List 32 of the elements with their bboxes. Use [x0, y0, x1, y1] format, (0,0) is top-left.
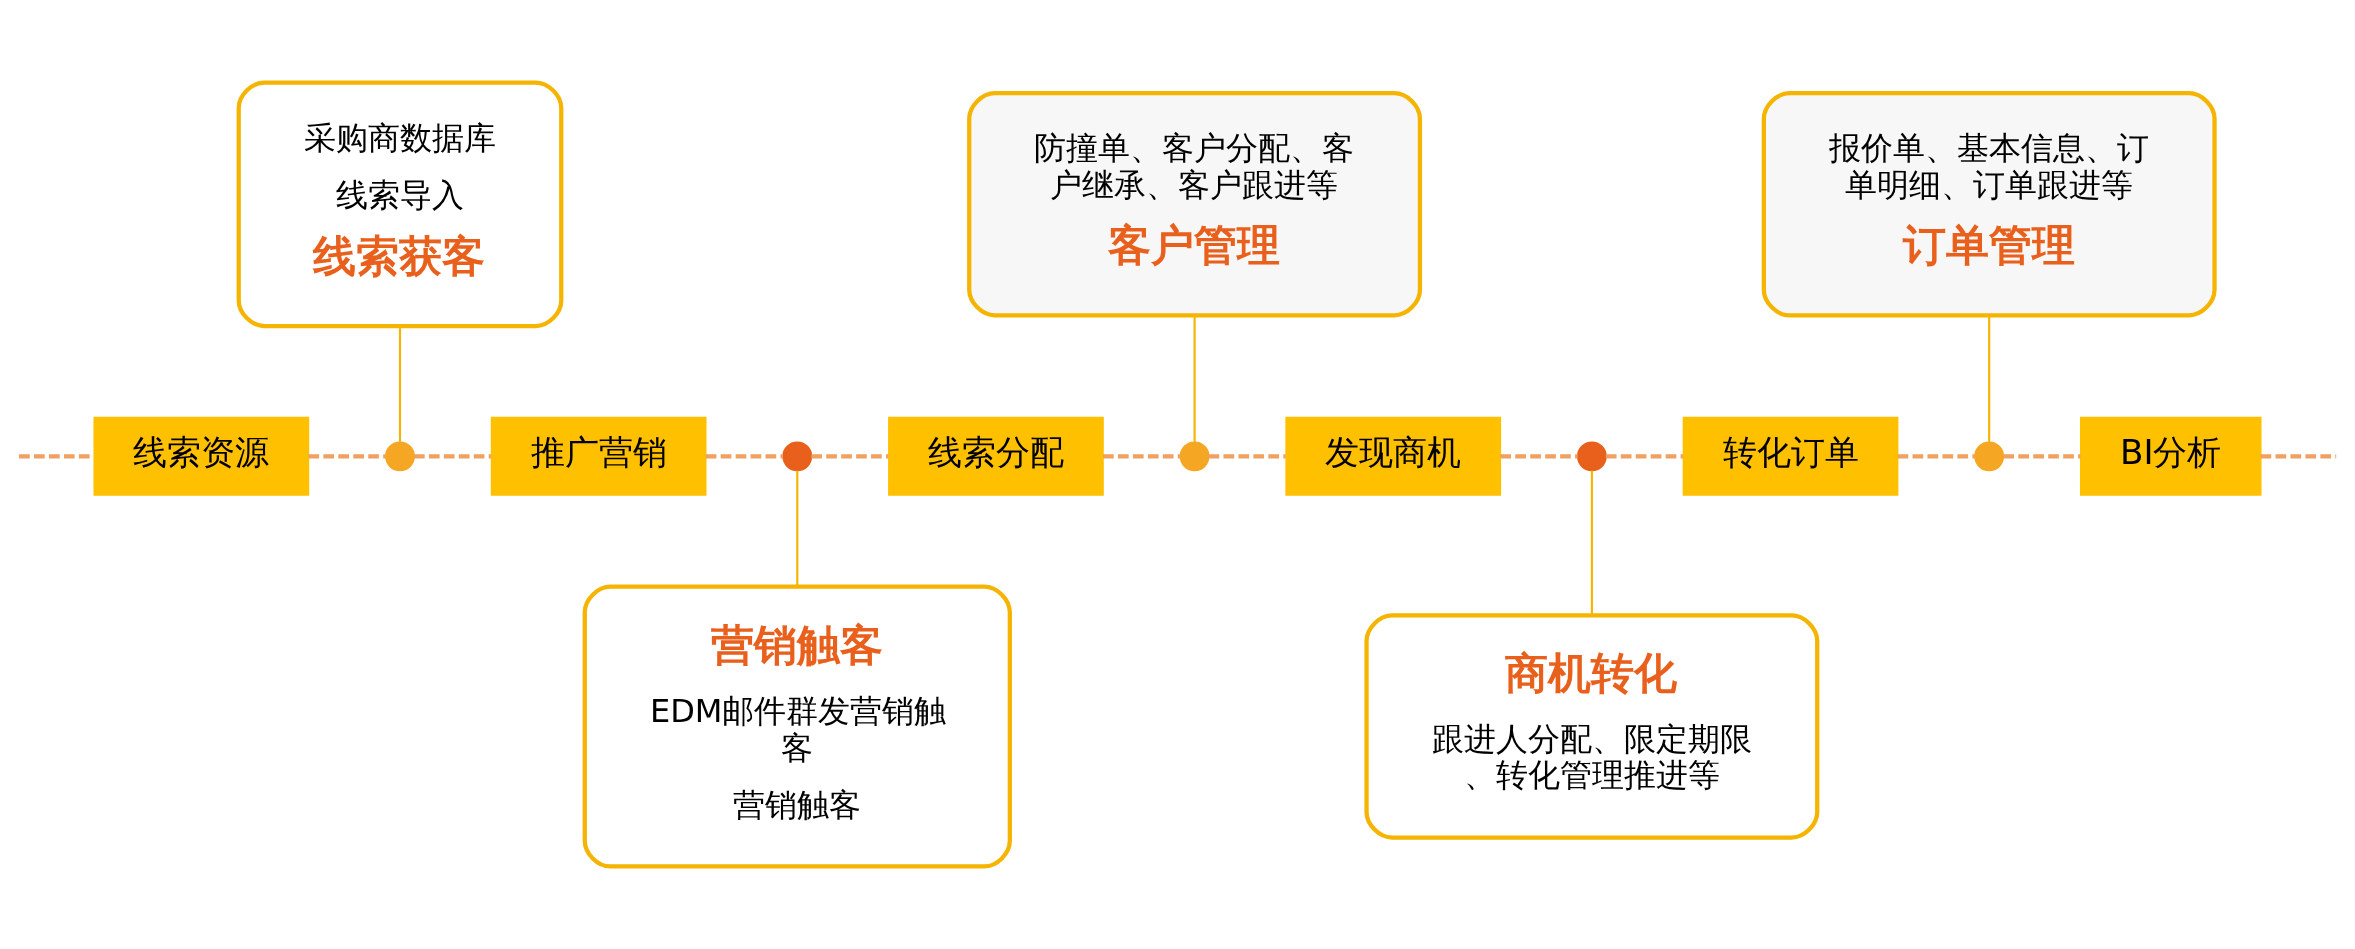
connector — [1500, 454, 1578, 459]
connector — [2003, 454, 2081, 459]
connector — [413, 454, 492, 459]
node-box: 转化订单 — [1682, 416, 1899, 496]
node-box: 防撞单、客户分配、客户继承、客户跟进等 客户管理 — [967, 91, 1423, 318]
node-box: 推广营销 — [490, 416, 707, 496]
node-circle — [1974, 441, 2005, 472]
node-box: 线索分配 — [888, 416, 1104, 496]
connector — [1590, 470, 1593, 615]
node-box: 营销触客 EDM邮件群发营销触客 营销触客 — [582, 584, 1012, 869]
node-box: BI分析 — [2079, 416, 2262, 496]
connector — [705, 454, 783, 459]
connector — [1208, 454, 1286, 459]
node-circle — [1179, 441, 1210, 472]
connector — [1897, 454, 1975, 459]
node-box: 发现商机 — [1285, 416, 1502, 496]
connector — [811, 454, 889, 459]
node-box: 商机转化 跟进人分配、限定期限、转化管理推进等 — [1364, 613, 1820, 840]
connector — [308, 454, 386, 459]
connector — [2260, 454, 2337, 459]
node-circle — [1576, 441, 1607, 472]
connector — [1103, 454, 1181, 459]
connector — [1988, 315, 1991, 442]
node-box: 线索资源 — [93, 416, 310, 496]
connector — [1193, 315, 1196, 442]
connector — [796, 470, 799, 587]
node-circle — [782, 441, 813, 472]
connector — [1605, 454, 1684, 459]
node-box: 报价单、基本信息、订单明细、订单跟进等 订单管理 — [1761, 91, 2217, 318]
node-circle — [385, 441, 415, 472]
node-box: 采购商数据库 线索导入 线索获客 — [236, 80, 564, 329]
connector — [398, 326, 402, 442]
